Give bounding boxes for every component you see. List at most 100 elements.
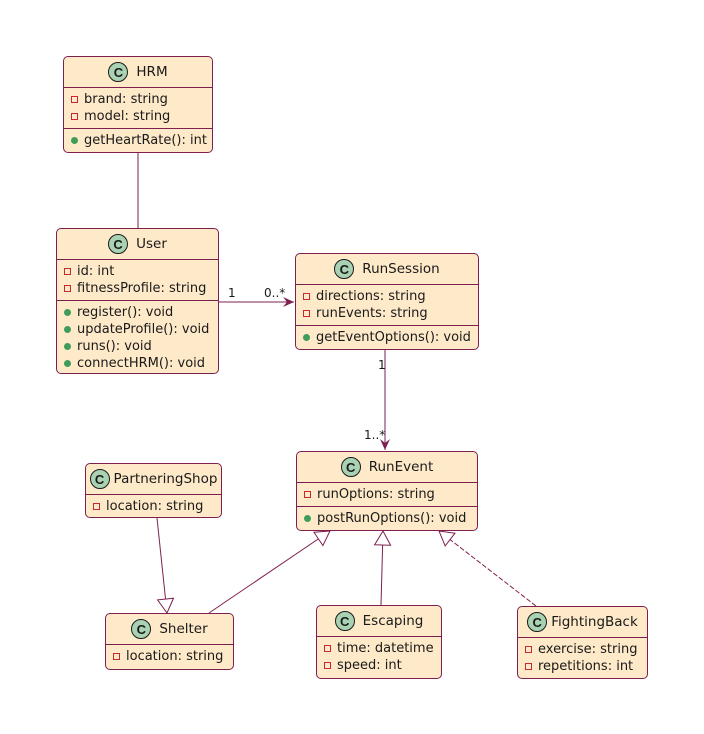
attribute-text: fitnessProfile: string	[77, 281, 207, 296]
multiplicity-runevent-top: 1..*	[364, 428, 386, 442]
edge-fightingback-runevent	[438, 530, 537, 607]
edge-escaping-runevent	[373, 529, 392, 606]
attributes-section: runOptions: string	[297, 483, 477, 506]
class-c-icon: C	[108, 62, 129, 82]
attribute-text: id: int	[77, 264, 115, 279]
private-visibility-icon	[64, 285, 71, 292]
attribute-text: brand: string	[84, 92, 168, 107]
method-text: register(): void	[77, 305, 174, 320]
method-text: updateProfile(): void	[77, 322, 210, 337]
method-row: updateProfile(): void	[64, 321, 212, 338]
class-c-icon: C	[131, 619, 152, 639]
class-runsession[interactable]: C RunSession directions: string runEvent…	[295, 253, 479, 350]
class-hrm[interactable]: C HRM brand: string model: string getHea…	[63, 56, 213, 153]
class-escaping[interactable]: C Escaping time: datetime speed: int	[316, 605, 442, 679]
class-shelter[interactable]: C Shelter location: string	[105, 613, 234, 670]
public-visibility-icon	[64, 309, 71, 316]
private-visibility-icon	[71, 96, 78, 103]
class-header: C RunEvent	[297, 452, 477, 483]
attribute-text: exercise: string	[538, 642, 638, 657]
attribute-text: directions: string	[316, 289, 426, 304]
class-runevent[interactable]: C RunEvent runOptions: string postRunOpt…	[296, 451, 478, 531]
public-visibility-icon	[303, 334, 310, 341]
method-text: getEventOptions(): void	[316, 330, 471, 345]
method-row: connectHRM(): void	[64, 355, 212, 372]
attribute-row: location: string	[113, 648, 227, 665]
private-visibility-icon	[525, 646, 532, 653]
class-c-icon: C	[527, 612, 548, 632]
class-name: RunSession	[362, 261, 440, 277]
attribute-row: time: datetime	[324, 640, 435, 657]
class-c-icon: C	[89, 469, 110, 489]
method-text: postRunOptions(): void	[317, 511, 467, 526]
class-c-icon: C	[334, 611, 355, 631]
attribute-row: id: int	[64, 263, 212, 280]
class-header: C Shelter	[106, 614, 233, 645]
public-visibility-icon	[71, 137, 78, 144]
method-row: getEventOptions(): void	[303, 329, 472, 346]
class-c-icon: C	[340, 457, 361, 477]
attributes-section: time: datetime speed: int	[317, 637, 441, 677]
attribute-text: model: string	[84, 109, 171, 124]
class-c-icon: C	[334, 259, 355, 279]
private-visibility-icon	[71, 113, 78, 120]
edge-partneringshop-shelter	[156, 517, 175, 615]
private-visibility-icon	[303, 310, 310, 317]
attribute-row: runEvents: string	[303, 305, 472, 322]
methods-section: getHeartRate(): int	[64, 128, 212, 152]
class-name: User	[136, 236, 167, 252]
method-row: postRunOptions(): void	[304, 510, 471, 527]
method-row: register(): void	[64, 304, 212, 321]
private-visibility-icon	[525, 663, 532, 670]
attribute-text: location: string	[126, 649, 224, 664]
attribute-text: time: datetime	[337, 641, 434, 656]
public-visibility-icon	[64, 326, 71, 333]
class-name: PartneringShop	[113, 471, 218, 487]
private-visibility-icon	[324, 662, 331, 669]
private-visibility-icon	[304, 491, 311, 498]
multiplicity-runsession-side: 0..*	[264, 286, 286, 300]
class-header: C Escaping	[317, 606, 441, 637]
class-name: Escaping	[362, 613, 424, 629]
class-partneringshop[interactable]: C PartneringShop location: string	[85, 463, 222, 518]
attribute-row: runOptions: string	[304, 486, 471, 503]
method-text: runs(): void	[77, 339, 152, 354]
public-visibility-icon	[64, 343, 71, 350]
attributes-section: location: string	[106, 645, 233, 668]
attribute-row: model: string	[71, 108, 206, 125]
class-user[interactable]: C User id: int fitnessProfile: string re…	[56, 228, 219, 374]
attribute-text: runOptions: string	[317, 487, 435, 502]
attribute-row: directions: string	[303, 288, 472, 305]
private-visibility-icon	[93, 503, 100, 510]
method-row: getHeartRate(): int	[71, 132, 207, 149]
class-fightingback[interactable]: C FightingBack exercise: string repetiti…	[517, 606, 648, 679]
class-name: FightingBack	[551, 614, 638, 630]
class-c-icon: C	[108, 234, 129, 254]
attribute-row: repetitions: int	[525, 658, 641, 675]
attribute-row: fitnessProfile: string	[64, 280, 212, 297]
methods-section: getEventOptions(): void	[296, 325, 478, 349]
class-header: C RunSession	[296, 254, 478, 285]
attributes-section: brand: string model: string	[64, 88, 212, 128]
multiplicity-runsession-bottom: 1	[378, 358, 386, 372]
class-header: C FightingBack	[518, 607, 647, 638]
method-row: runs(): void	[64, 338, 212, 355]
public-visibility-icon	[304, 515, 311, 522]
class-header: C PartneringShop	[86, 464, 221, 495]
class-name: RunEvent	[368, 459, 434, 475]
private-visibility-icon	[303, 293, 310, 300]
class-header: C User	[57, 229, 218, 260]
attributes-section: exercise: string repetitions: int	[518, 638, 647, 678]
attribute-text: runEvents: string	[316, 306, 428, 321]
attribute-row: speed: int	[324, 657, 435, 674]
attributes-section: directions: string runEvents: string	[296, 285, 478, 325]
class-header: C HRM	[64, 57, 212, 88]
attribute-text: repetitions: int	[538, 659, 634, 674]
method-text: getHeartRate(): int	[84, 133, 207, 148]
edge-shelter-runevent	[208, 530, 331, 614]
class-name: HRM	[136, 64, 168, 80]
method-text: connectHRM(): void	[77, 356, 206, 371]
methods-section: register(): void updateProfile(): void r…	[57, 300, 218, 375]
multiplicity-user-side: 1	[228, 286, 236, 300]
